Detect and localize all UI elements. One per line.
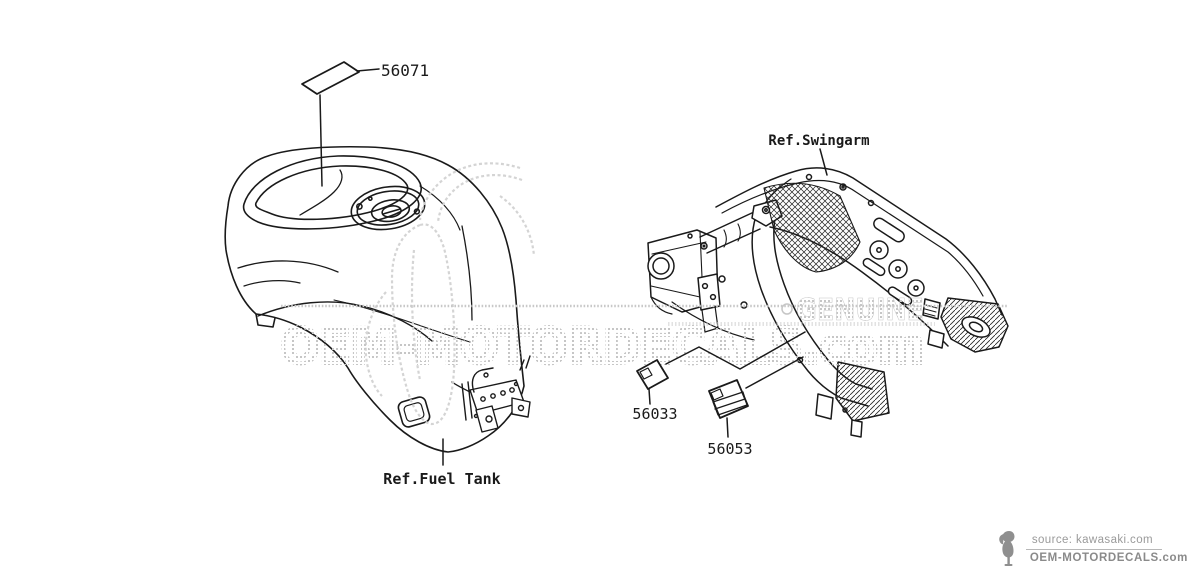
tank-rear-bracket	[451, 355, 531, 433]
toucan-logo-icon	[999, 531, 1015, 566]
part-number-56033: 56033	[632, 405, 677, 423]
ref-fuel-tank-label: Ref.Fuel Tank	[383, 470, 500, 488]
decal-56071-shape	[301, 61, 360, 95]
watermark-layer: OEM-MOTORDECALS.com GENUINE	[279, 293, 1008, 377]
source-credit-text: source: kawasaki.com	[1031, 534, 1153, 546]
watermark-genuine-text: GENUINE	[796, 293, 924, 328]
fuel-tank-drawing	[224, 145, 531, 453]
site-name-text: OEM-MOTORDECALS.com	[1029, 552, 1188, 564]
part-number-56071: 56071	[381, 61, 429, 80]
callout-layer	[301, 61, 828, 466]
watermark-main-text: OEM-MOTORDECALS.com	[281, 319, 925, 375]
ghost-logo-watermark	[364, 162, 536, 426]
decal-56033-shape	[636, 359, 669, 390]
ref-swingarm-label: Ref.Swingarm	[768, 133, 869, 149]
footer-credit: source: kawasaki.com OEM-MOTORDECALS.com	[998, 529, 1190, 567]
footer-divider	[1025, 549, 1162, 550]
fuel-cap	[350, 185, 426, 231]
swingarm-drawing	[645, 167, 1009, 438]
part-number-56053: 56053	[707, 440, 752, 458]
